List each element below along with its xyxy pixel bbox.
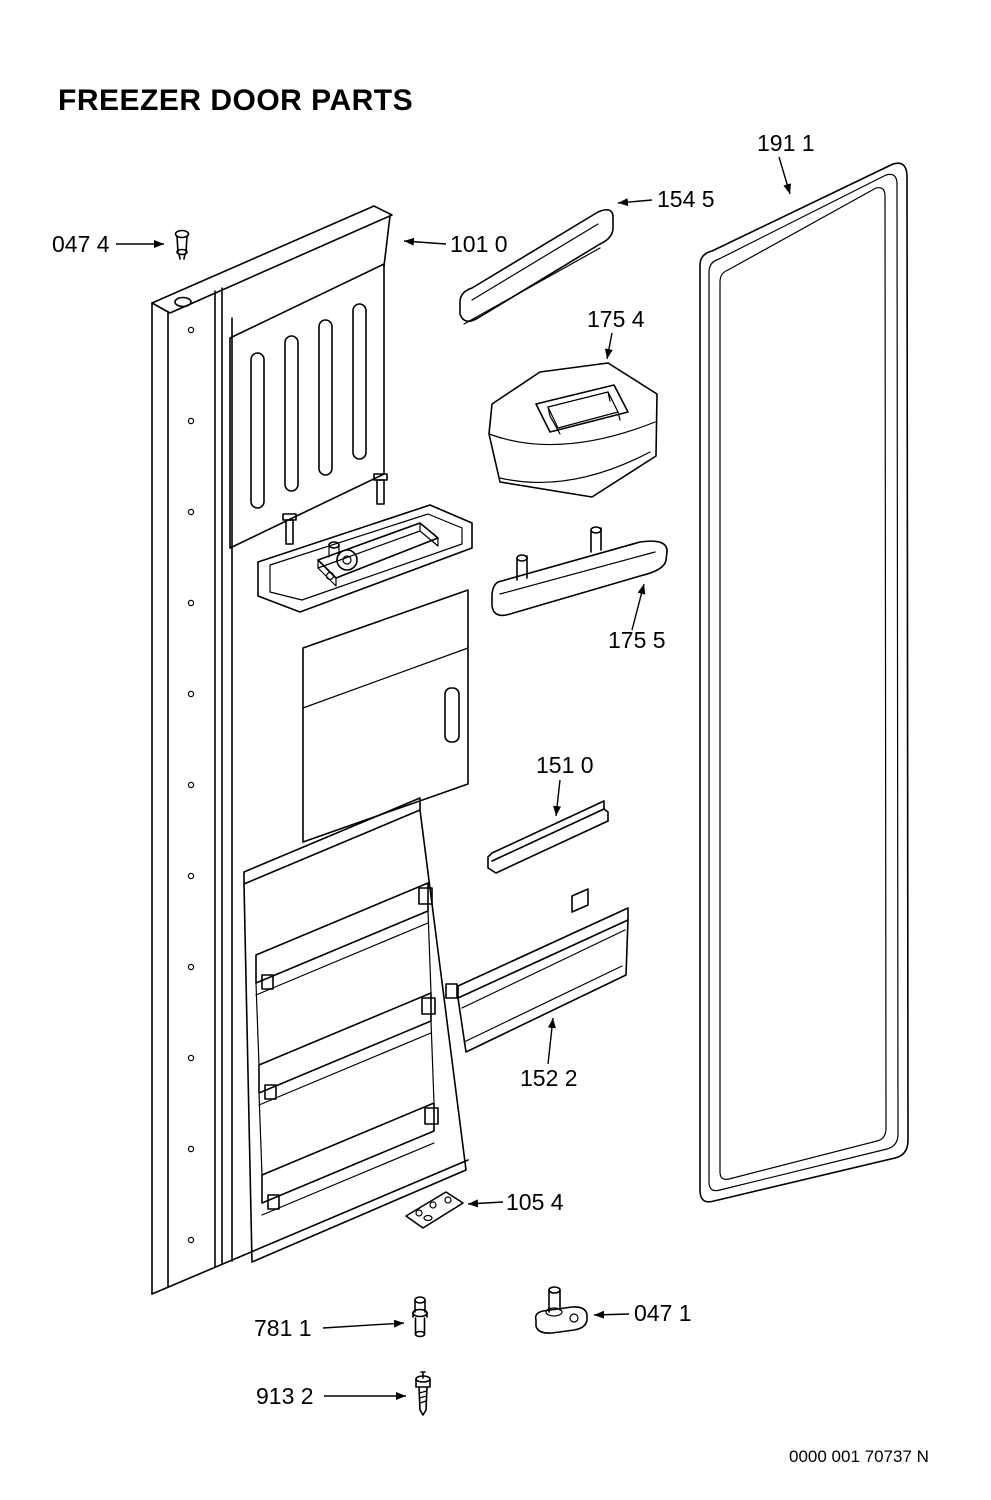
- rib-slot: [352, 303, 367, 460]
- rib-slot: [318, 319, 333, 476]
- bracket-105-4: [405, 1191, 464, 1229]
- page-title: FREEZER DOOR PARTS: [58, 84, 414, 117]
- doc-number: 0000 001 70737 N: [789, 1447, 929, 1466]
- leader-781-1: [322, 1319, 405, 1329]
- leader-175-5: [631, 583, 646, 631]
- bin-hook-tab: [571, 888, 589, 913]
- shelf-clip: [421, 997, 436, 1015]
- shelf-clip: [424, 1107, 439, 1125]
- leader-lines: [116, 156, 791, 1400]
- rib-slot: [284, 335, 299, 492]
- freezer-door: [151, 205, 473, 1295]
- door-screw-holes: [187, 326, 195, 1244]
- callout-047-1: 047 1: [634, 1300, 692, 1326]
- leader-191-1: [778, 156, 791, 195]
- rib-slot: [250, 352, 265, 509]
- shelf-clip: [267, 1194, 280, 1210]
- door-dispenser-tray: [257, 473, 473, 613]
- callout-151-0: 151 0: [536, 752, 594, 778]
- leader-101-0: [403, 237, 447, 246]
- callout-152-2: 152 2: [520, 1065, 578, 1091]
- ice-container-175-4: [488, 362, 658, 498]
- callout-781-1: 781 1: [254, 1315, 312, 1341]
- screw-047-4: [174, 229, 190, 260]
- door-top-hole: [174, 296, 192, 308]
- door-gasket: [699, 162, 909, 1203]
- door-ribbed-panel: [229, 263, 385, 549]
- door-bottom-edge: [151, 1159, 469, 1295]
- door-shelf-trim-154-5: [459, 208, 614, 325]
- shelf-clip: [418, 887, 433, 905]
- trim-rail-151-0: [487, 800, 609, 874]
- callout-191-1: 191 1: [757, 130, 815, 156]
- leader-105-4: [467, 1199, 504, 1208]
- hinge-pin-047-1: [534, 1286, 588, 1334]
- callout-175-4: 175 4: [587, 306, 645, 332]
- shelf-clip: [264, 1084, 277, 1100]
- leader-175-4: [604, 332, 613, 360]
- door-top-face: [151, 205, 393, 314]
- leader-047-1: [593, 1310, 630, 1319]
- callout-labels: 047 4 101 0 154 5 191 1 175 4 175 5 151 …: [52, 130, 815, 1409]
- leader-154-5: [617, 198, 653, 207]
- screw-913-2: [415, 1371, 431, 1416]
- shelf-clip: [261, 974, 274, 990]
- bin-clip: [445, 983, 458, 999]
- callout-913-2: 913 2: [256, 1383, 314, 1409]
- callout-154-5: 154 5: [657, 186, 715, 212]
- callout-175-5: 175 5: [608, 627, 666, 653]
- callout-105-4: 105 4: [506, 1189, 564, 1215]
- stud-781-1: [412, 1296, 428, 1338]
- tray-175-5: [491, 526, 668, 617]
- door-center-housing: [302, 589, 469, 843]
- door-bin-152-2: [445, 888, 629, 1053]
- leader-151-0: [553, 779, 562, 817]
- callout-047-4: 047 4: [52, 231, 110, 257]
- door-lower-bin-area: [243, 797, 467, 1263]
- callout-101-0: 101 0: [450, 231, 508, 257]
- leader-152-2: [547, 1017, 556, 1065]
